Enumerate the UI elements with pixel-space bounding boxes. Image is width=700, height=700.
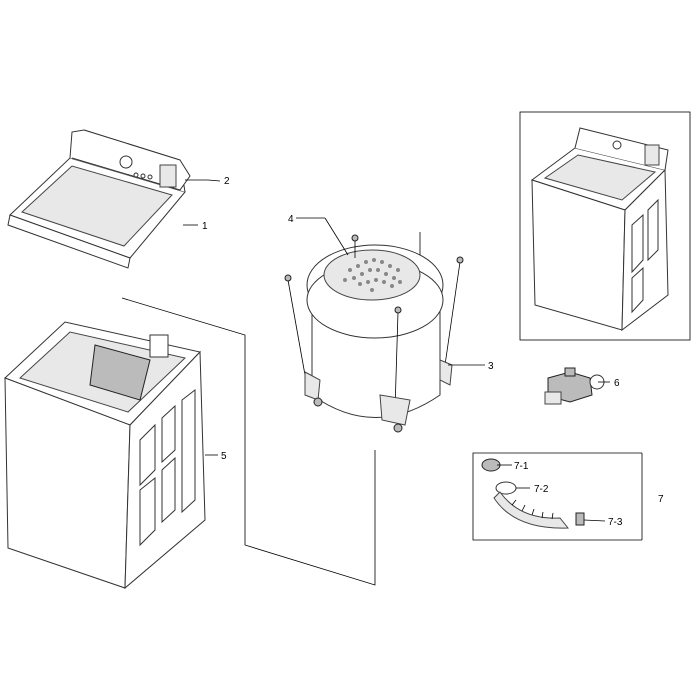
cabinet-part[interactable] (4, 321, 206, 590)
pulsator-pattern (343, 258, 402, 292)
leader-lines (183, 179, 610, 522)
callout-3: 3 (488, 361, 494, 372)
callout-2: 2 (224, 176, 230, 187)
assembly-guide-line (121, 297, 376, 586)
callout-6: 6 (614, 378, 620, 389)
assembled-washer-inset (519, 111, 691, 341)
drain-hose-kit-parts[interactable] (481, 458, 585, 529)
callout-7-3: 7-3 (608, 517, 623, 528)
callout-4: 4 (288, 214, 294, 225)
water-valve-part[interactable] (544, 367, 605, 405)
drain-hose-kit-box (472, 452, 643, 541)
tub-assembly-part[interactable] (284, 232, 464, 433)
callout-7-2: 7-2 (534, 484, 549, 495)
callout-7-1: 7-1 (514, 461, 529, 472)
callout-1: 1 (202, 221, 208, 232)
lid-and-control-panel-part[interactable] (7, 129, 191, 269)
callout-7: 7 (658, 494, 664, 505)
callout-5: 5 (221, 451, 227, 462)
